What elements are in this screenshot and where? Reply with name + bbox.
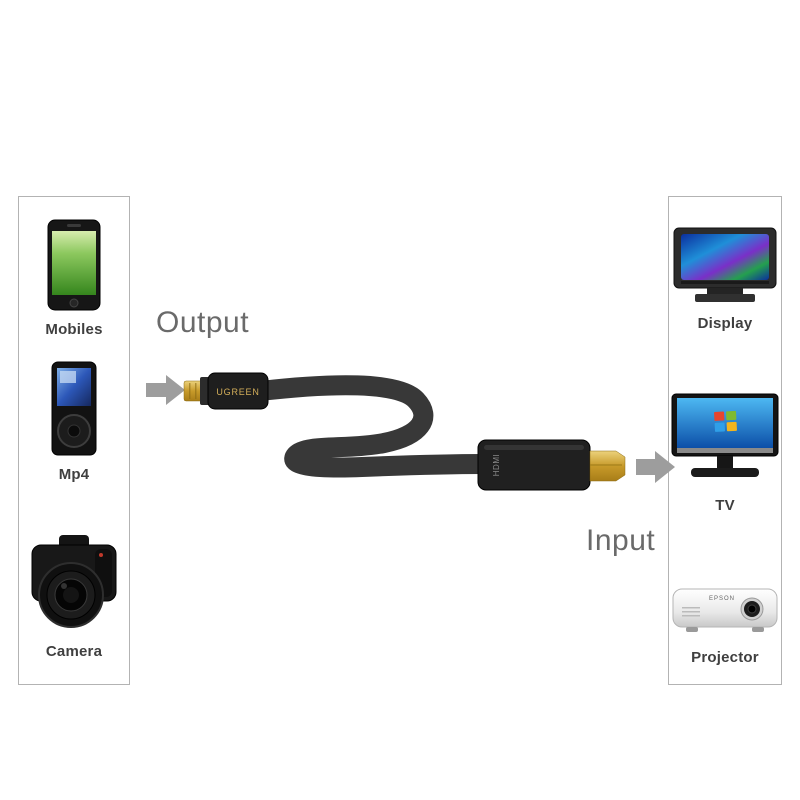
projector-brand-text: EPSON	[709, 596, 735, 602]
projector-icon: EPSON	[672, 588, 778, 632]
crt-display-icon	[673, 227, 777, 302]
micro-connector-brand-text: UGREEN	[216, 387, 259, 397]
device-label-camera: Camera	[45, 643, 103, 660]
source-device-mobiles: Mobiles	[19, 219, 129, 338]
smartphone-icon	[47, 219, 101, 311]
target-devices-box: Display T	[668, 196, 782, 685]
cable	[250, 375, 494, 478]
device-label-display: Display	[697, 315, 753, 332]
input-label: Input	[586, 524, 656, 557]
micro-hdmi-gold-tip	[183, 380, 203, 402]
device-label-mp4: Mp4	[58, 466, 90, 483]
output-arrow-icon	[146, 375, 185, 405]
device-label-mobiles: Mobiles	[45, 321, 103, 338]
target-device-projector: EPSON Projector	[669, 583, 781, 666]
hdmi-connector-label-text: HDMI	[492, 454, 501, 476]
camera-icon	[31, 535, 117, 628]
target-device-display: Display	[669, 227, 781, 332]
hdmi-connector: HDMI	[477, 439, 626, 491]
device-label-tv: TV	[715, 497, 735, 514]
target-device-tv: TV	[669, 393, 781, 514]
source-devices-box: Mobiles Mp4	[18, 196, 130, 685]
micro-hdmi-connector: UGREEN	[183, 372, 269, 410]
tv-icon	[671, 393, 779, 477]
source-device-camera: Camera	[19, 535, 129, 660]
input-arrow-icon	[636, 451, 675, 483]
windows-logo-icon	[714, 410, 737, 432]
output-label: Output	[156, 306, 250, 339]
mp4-player-icon	[51, 361, 97, 456]
source-device-mp4: Mp4	[19, 361, 129, 483]
device-label-projector: Projector	[691, 649, 759, 666]
